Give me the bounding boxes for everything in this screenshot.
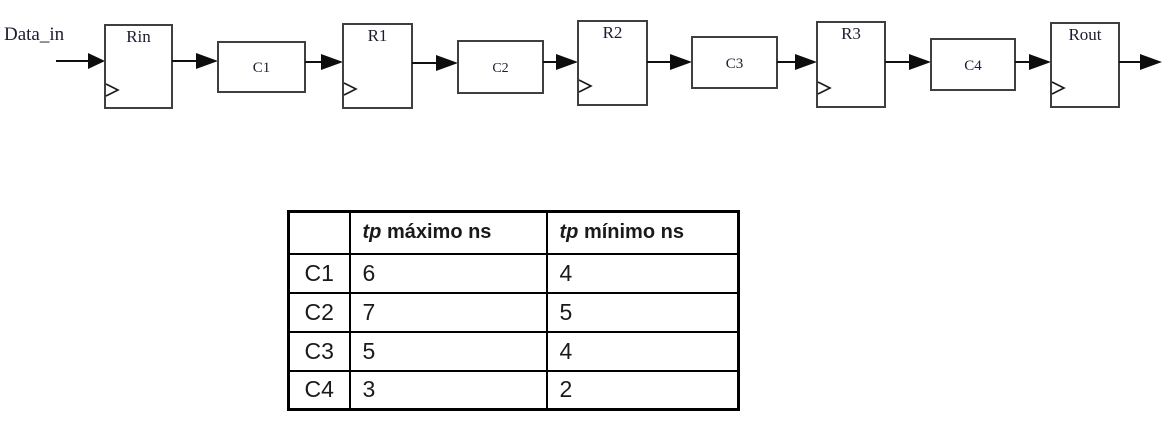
tp-symbol: tp: [559, 221, 579, 244]
clock-chevron-icon: [578, 79, 593, 93]
arrow-icon: [795, 54, 817, 70]
comb-box: [217, 41, 306, 93]
register-label: R3: [841, 24, 861, 43]
block-c2: C2: [457, 40, 544, 94]
comb-label: C2: [492, 61, 508, 76]
block-c4: C4: [930, 38, 1016, 91]
arrow-icon: [196, 53, 218, 69]
arrow-r2-c3: [647, 54, 692, 70]
register-r1: R1: [342, 23, 413, 109]
tp-min-value: 4: [545, 252, 740, 294]
header-max-text: máximo ns: [381, 221, 492, 244]
register-box: [342, 23, 413, 109]
arrow-c1-r1: [305, 54, 343, 70]
pipeline-diagram: Data_in Rin C1 R1: [4, 20, 1162, 109]
arrow-icon: [1029, 54, 1051, 70]
comb-label: C3: [726, 56, 744, 72]
arrow-c3-r3: [777, 54, 817, 70]
arrow-rin-c1: [172, 53, 218, 69]
register-r3: R3: [816, 21, 886, 108]
register-box: [577, 20, 648, 106]
tp-min-value: 2: [545, 369, 740, 411]
table-row: C2 7 5: [287, 291, 740, 333]
tp-symbol: tp: [362, 221, 382, 244]
arrow-r3-c4: [885, 54, 931, 70]
arrow-c4-rout: [1015, 54, 1051, 70]
clock-chevron-icon: [343, 82, 358, 96]
register-label: R1: [368, 26, 388, 45]
comb-label: C1: [253, 60, 271, 76]
input-label: Data_in: [4, 24, 65, 45]
arrow-icon: [88, 53, 105, 69]
register-box: [816, 21, 886, 108]
register-label: Rin: [126, 27, 151, 46]
header-tp-min: tp mínimo ns: [545, 210, 740, 255]
comb-box: [691, 36, 778, 89]
arrow-c2-r2: [543, 54, 578, 70]
arrow-icon: [556, 54, 578, 70]
register-rin: Rin: [104, 24, 173, 109]
table-row: C1 6 4: [287, 252, 740, 294]
arrow-icon: [670, 54, 692, 70]
corner-cell: [287, 210, 351, 255]
tp-max-value: 5: [348, 330, 548, 372]
comb-label: C4: [964, 58, 982, 74]
row-label: C3: [287, 330, 351, 372]
comb-box: [930, 38, 1016, 91]
tp-table: tp máximo ns tp mínimo ns C1 6 4 C2 7 5 …: [287, 210, 740, 411]
arrow-icon: [436, 55, 458, 71]
block-c3: C3: [691, 36, 778, 89]
table-row: C4 3 2: [287, 369, 740, 411]
tp-min-value: 4: [545, 330, 740, 372]
row-label: C1: [287, 252, 351, 294]
clock-chevron-icon: [1051, 81, 1066, 95]
tp-min-value: 5: [545, 291, 740, 333]
arrow-r1-c2: [412, 55, 458, 71]
register-box: [104, 24, 173, 109]
register-label: R2: [603, 23, 623, 42]
header-min-text: mínimo ns: [578, 221, 684, 244]
tp-max-value: 3: [348, 369, 548, 411]
input-signal: Data_in: [4, 24, 105, 69]
register-rout: Rout: [1050, 22, 1120, 108]
register-label: Rout: [1068, 25, 1101, 44]
table-header-row: tp máximo ns tp mínimo ns: [287, 210, 740, 255]
clock-chevron-icon: [105, 83, 120, 97]
arrow-icon: [909, 54, 931, 70]
table-row: C3 5 4: [287, 330, 740, 372]
tp-max-value: 7: [348, 291, 548, 333]
register-r2: R2: [577, 20, 648, 106]
register-box: [1050, 22, 1120, 108]
row-label: C4: [287, 369, 351, 411]
arrow-icon: [321, 54, 343, 70]
row-label: C2: [287, 291, 351, 333]
header-tp-max: tp máximo ns: [348, 210, 548, 255]
arrow-icon: [1140, 54, 1162, 70]
clock-chevron-icon: [817, 81, 832, 95]
block-c1: C1: [217, 41, 306, 93]
output-signal: [1119, 54, 1162, 70]
comb-box: [457, 40, 544, 94]
tp-max-value: 6: [348, 252, 548, 294]
